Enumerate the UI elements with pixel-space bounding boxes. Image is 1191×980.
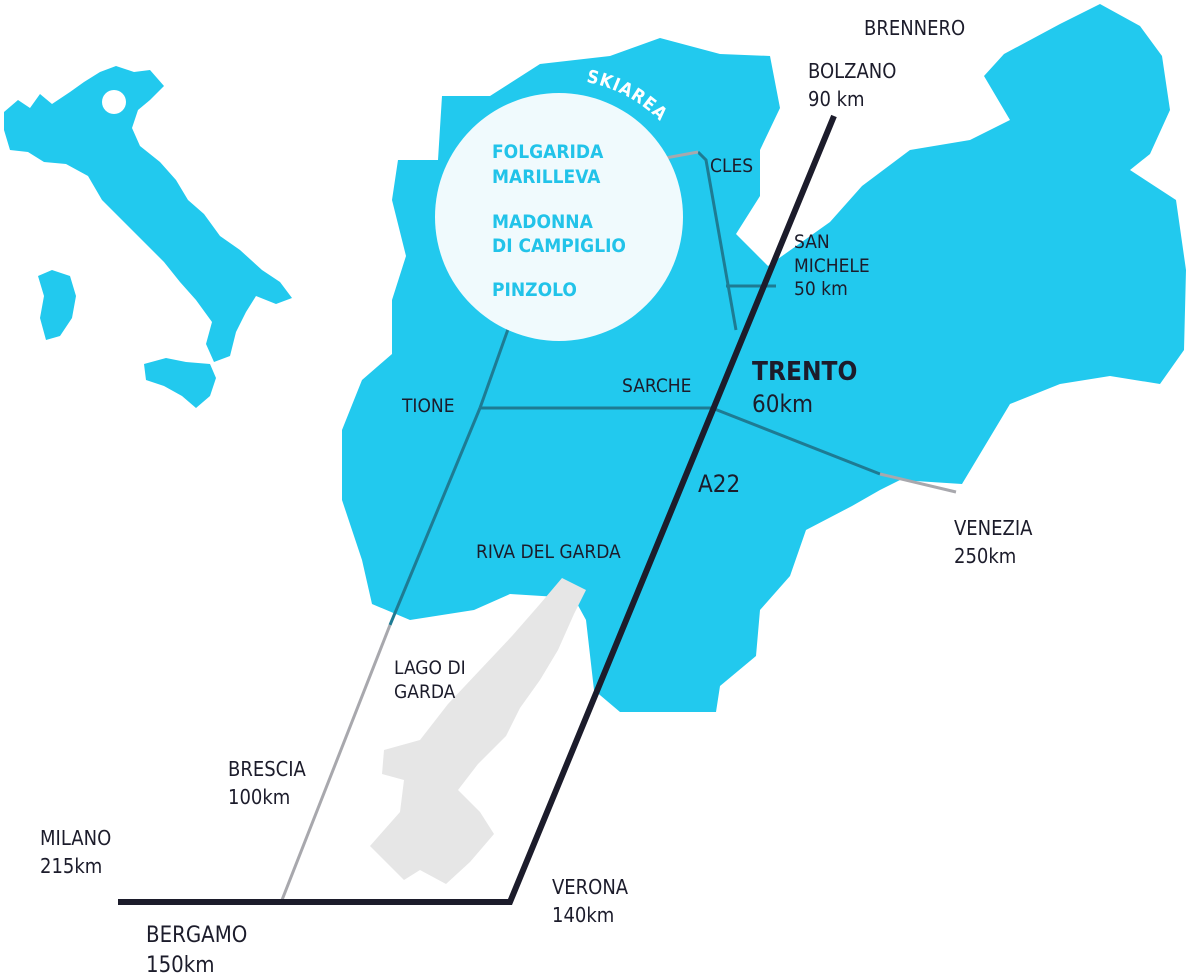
road-tione-south	[388, 407, 482, 626]
label-a22: A22	[698, 470, 740, 498]
resort-di-campiglio: DI CAMPIGLIO	[492, 235, 626, 257]
label-san-michele-distance: 50 km	[794, 278, 848, 300]
italy-mainland	[4, 66, 292, 362]
label-verona-distance: 140km	[552, 903, 614, 927]
label-bolzano: BOLZANO	[808, 59, 896, 83]
secondary-roads	[388, 150, 881, 626]
label-bergamo-distance: 150km	[146, 953, 215, 978]
label-verona: VERONA	[552, 875, 629, 899]
road-venezia	[879, 472, 957, 494]
resort-pinzolo: PINZOLO	[492, 279, 577, 301]
label-venezia-distance: 250km	[954, 544, 1016, 568]
label-bolzano-distance: 90 km	[808, 87, 865, 111]
highway-a22	[118, 114, 837, 905]
resort-marilleva: MARILLEVA	[492, 166, 601, 188]
label-cles: CLES	[710, 155, 753, 177]
label-bergamo: BERGAMO	[146, 923, 247, 948]
sardinia-island	[38, 270, 76, 340]
label-san: SAN	[794, 231, 830, 253]
label-michele: MICHELE	[794, 255, 870, 277]
label-brennero: BRENNERO	[864, 16, 965, 40]
resort-folgarida: FOLGARIDA	[492, 141, 604, 163]
label-milano: MILANO	[40, 826, 111, 850]
label-trento: TRENTO	[752, 357, 857, 387]
label-garda: GARDA	[394, 681, 456, 703]
lago-di-garda	[370, 578, 586, 884]
ski-area-circle	[435, 93, 683, 341]
label-milano-distance: 215km	[40, 854, 102, 878]
label-venezia: VENEZIA	[954, 516, 1033, 540]
label-brescia-distance: 100km	[228, 785, 290, 809]
label-tione: TIONE	[401, 395, 455, 417]
label-trento-distance: 60km	[752, 390, 813, 418]
road-venezia-inside	[711, 406, 881, 476]
road-pinzolo-tione	[478, 317, 514, 409]
resort-madonna: MADONNA	[492, 211, 594, 233]
road-cles	[696, 150, 738, 331]
label-lago-di: LAGO DI	[394, 657, 466, 679]
italy-silhouette-icon	[4, 66, 292, 408]
sicily-island	[144, 358, 216, 408]
italy-white-dot	[102, 90, 126, 114]
label-sarche: SARCHE	[622, 375, 691, 397]
road-brescia	[280, 624, 392, 901]
label-brescia: BRESCIA	[228, 757, 307, 781]
label-riva-del-garda: RIVA DEL GARDA	[476, 541, 621, 563]
